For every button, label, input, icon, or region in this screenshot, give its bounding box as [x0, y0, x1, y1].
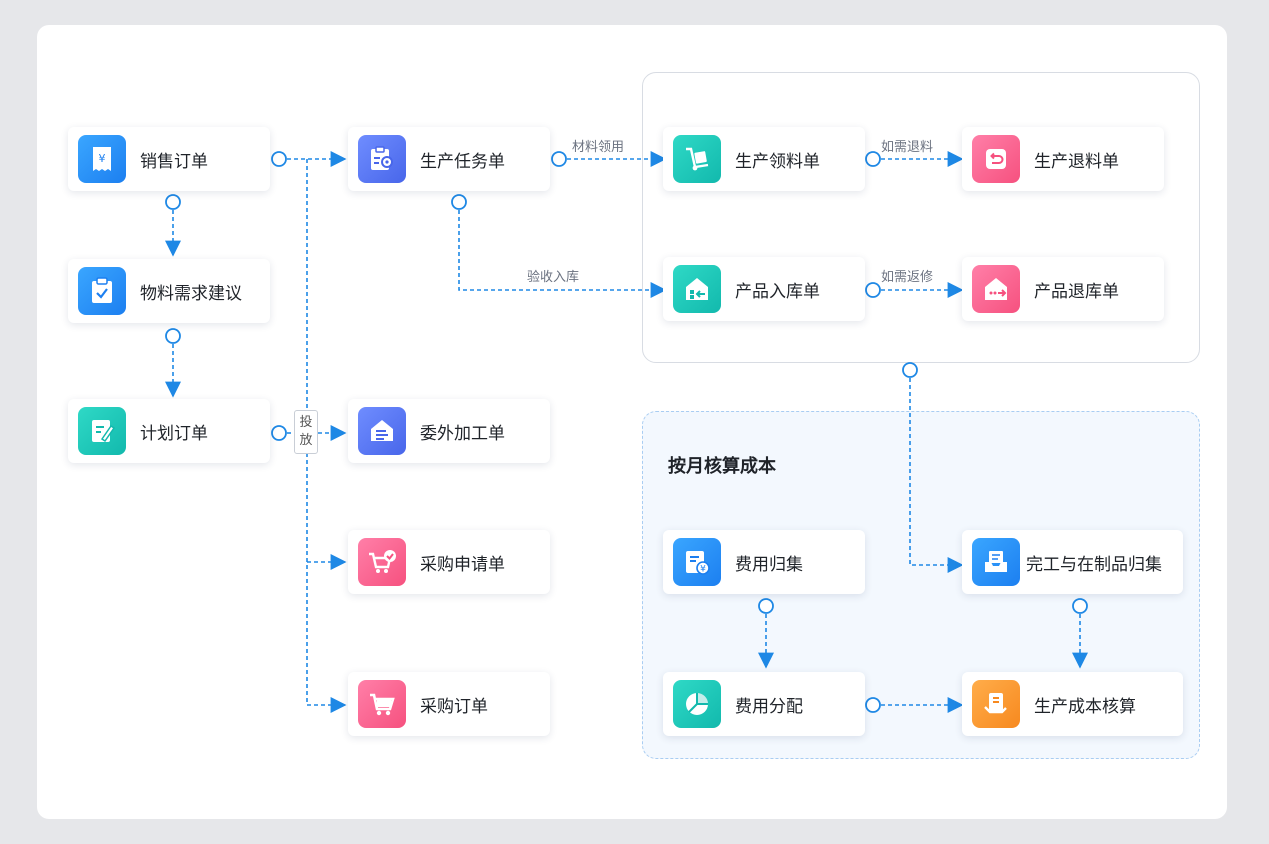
edge-label-if-return: 如需退料: [881, 140, 934, 155]
edge-group-to-wip: [909, 378, 964, 573]
document-edit-icon: [78, 407, 126, 455]
edge-label-receive-in: 验收入库: [527, 270, 580, 285]
cart-check-icon: [358, 538, 406, 586]
node-label: 销售订单: [140, 151, 208, 172]
node-label: 物料需求建议: [140, 283, 242, 304]
hand-truck-icon: [673, 135, 721, 183]
node-wip-collect[interactable]: 完工与在制品归集: [962, 530, 1183, 594]
node-production-task[interactable]: 生产任务单: [348, 127, 550, 191]
node-label: 费用归集: [735, 554, 803, 575]
node-label: 生产退料单: [1034, 151, 1119, 172]
inbox-tray-icon: [972, 538, 1020, 586]
node-purchase-order[interactable]: 采购订单: [348, 672, 550, 736]
warehouse-out-icon: [972, 265, 1020, 313]
node-expense-allocate[interactable]: 费用分配: [663, 672, 865, 736]
node-label: 采购申请单: [420, 554, 505, 575]
node-outsource[interactable]: 委外加工单: [348, 399, 550, 463]
node-label: 产品入库单: [735, 281, 820, 302]
svg-text:¥: ¥: [700, 565, 706, 575]
document-yen-icon: ¥: [673, 538, 721, 586]
edge-label-material-use: 材料领用: [572, 140, 625, 155]
release-tag: 投 放: [294, 410, 318, 454]
node-label: 生产成本核算: [1034, 696, 1136, 717]
task-gear-icon: [358, 135, 406, 183]
receipt-yen-icon: ¥: [78, 135, 126, 183]
svg-text:¥: ¥: [99, 152, 106, 165]
cost-group-title: 按月核算成本: [668, 456, 776, 477]
node-sales-order[interactable]: ¥ 销售订单: [68, 127, 270, 191]
node-material-issue[interactable]: 生产领料单: [663, 127, 865, 191]
node-label: 产品退库单: [1034, 281, 1119, 302]
node-cost-calc[interactable]: 生产成本核算: [962, 672, 1183, 736]
node-expense-collect[interactable]: ¥ 费用归集: [663, 530, 865, 594]
node-purchase-request[interactable]: 采购申请单: [348, 530, 550, 594]
node-material-return[interactable]: 生产退料单: [962, 127, 1164, 191]
pie-chart-icon: [673, 680, 721, 728]
cart-icon: [358, 680, 406, 728]
warehouse-in-icon: [673, 265, 721, 313]
node-material-demand[interactable]: 物料需求建议: [68, 259, 270, 323]
node-label: 采购订单: [420, 696, 488, 717]
house-hand-icon: [358, 407, 406, 455]
node-product-return[interactable]: 产品退库单: [962, 257, 1164, 321]
node-product-in[interactable]: 产品入库单: [663, 257, 865, 321]
release-tag-char-1: 投: [299, 415, 313, 430]
node-label: 费用分配: [735, 696, 803, 717]
edge-task-to-productin: [458, 210, 667, 298]
node-label: 完工与在制品归集: [1026, 554, 1162, 575]
node-plan-order[interactable]: 计划订单: [68, 399, 270, 463]
return-box-icon: [972, 135, 1020, 183]
clipboard-check-icon: [78, 267, 126, 315]
edge-label-if-rework: 如需返修: [881, 270, 934, 285]
node-label: 生产领料单: [735, 151, 820, 172]
node-label: 委外加工单: [420, 423, 505, 444]
release-tag-char-2: 放: [299, 433, 313, 448]
node-label: 生产任务单: [420, 151, 505, 172]
calculator-hand-icon: [972, 680, 1020, 728]
node-label: 计划订单: [140, 423, 208, 444]
